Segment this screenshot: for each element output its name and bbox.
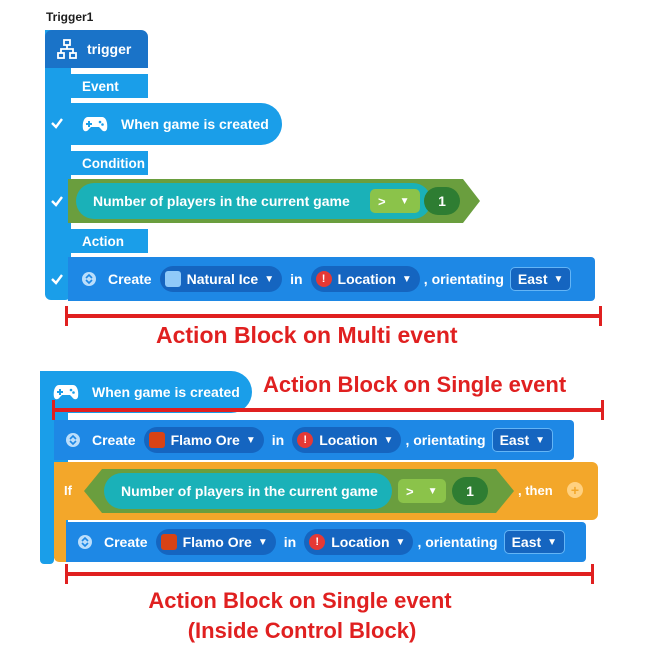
action-block-create[interactable]: Create Natural Ice ▼ in ! Location ▼ , o… [68,257,595,301]
create-label: Create [108,271,152,287]
annotation-tick [599,306,602,326]
item-dropdown[interactable]: Natural Ice ▼ [159,266,283,292]
annotation-tick [52,400,55,420]
orientating-label: , orientating [405,432,486,448]
annotation-tick [591,564,594,584]
caret-down-icon: ▼ [401,273,412,285]
annotation-line-control [66,572,594,576]
direction-value: East [499,432,530,448]
location-value: Location [319,432,378,448]
ore-block-icon [148,432,165,448]
if-label: If [64,483,72,498]
if-operator-value: > [406,483,414,499]
caret-down-icon: ▼ [383,434,394,446]
direction-dropdown[interactable]: East ▼ [503,530,566,554]
alert-icon: ! [297,432,314,448]
annotation-line-single [52,408,604,412]
orientating-label: , orientating [423,271,504,287]
annotation-tick [65,306,68,326]
caret-down-icon: ▼ [535,434,546,446]
control-action-block-create[interactable]: Create Flamo Ore ▼ in ! Location ▼ , ori… [66,522,586,562]
annotation-tick [601,400,604,420]
item-dropdown[interactable]: Flamo Ore ▼ [143,427,264,453]
item-value: Flamo Ore [182,534,252,550]
gamepad-icon [82,117,108,132]
section-action-label: Action [71,229,148,253]
orientating-label: , orientating [417,534,498,550]
annotation-control-line1: Action Block on Single event [148,588,452,613]
action-enabled-check-icon[interactable] [47,269,67,289]
ice-block-icon [164,271,181,287]
collapse-icon[interactable] [78,535,92,549]
caret-down-icon: ▼ [264,273,275,285]
operator-value: > [378,193,386,209]
event-label: When game is created [121,116,269,132]
if-control-spine [54,462,66,562]
gamepad-icon [53,385,79,400]
caret-down-icon: ▼ [245,434,256,446]
trigger-icon [57,39,77,59]
direction-value: East [517,271,548,287]
caret-down-icon: ▼ [257,536,268,548]
single-event-label: When game is created [92,384,240,400]
location-value: Location [331,534,390,550]
annotation-line-multi [66,314,602,318]
trigger-header[interactable]: trigger [45,30,148,68]
plus-icon[interactable]: + [567,482,583,498]
trigger-name-label: Trigger1 [46,10,94,24]
collapse-icon[interactable] [82,272,96,286]
collapse-icon[interactable] [66,433,80,447]
if-condition-text: Number of players in the current game [121,483,378,499]
section-event-label: Event [71,74,148,98]
in-label: in [271,432,285,448]
in-label: in [290,271,303,287]
direction-dropdown[interactable]: East ▼ [491,428,554,452]
item-value: Flamo Ore [170,432,240,448]
event-enabled-check-icon[interactable] [47,113,67,133]
annotation-tick [65,564,68,584]
annotation-multi-text: Action Block on Multi event [156,322,458,348]
in-label: in [283,534,297,550]
value-field[interactable]: 1 [424,187,460,215]
location-value: Location [337,271,396,287]
create-label: Create [92,432,136,448]
location-dropdown[interactable]: ! Location ▼ [304,529,414,555]
if-operator-dropdown[interactable]: > ▼ [398,479,446,503]
alert-icon: ! [309,534,326,550]
location-dropdown[interactable]: ! Location ▼ [292,427,402,453]
caret-down-icon: ▼ [399,195,410,207]
then-label: , then [518,483,553,498]
item-dropdown[interactable]: Flamo Ore ▼ [155,529,276,555]
event-block-game-created[interactable]: When game is created [68,103,282,145]
annotation-control-line2: (Inside Control Block) [187,618,417,643]
section-condition-label: Condition [71,151,148,175]
trigger-title: trigger [87,41,132,57]
direction-value: East [511,534,542,550]
caret-down-icon: ▼ [427,485,438,497]
operator-dropdown[interactable]: > ▼ [370,189,420,213]
if-value-field[interactable]: 1 [452,477,488,505]
annotation-single-text: Action Block on Single event [263,372,567,397]
value-text: 1 [438,193,446,209]
if-value-text: 1 [466,483,474,499]
ore-block-icon [160,534,177,550]
single-event-block-game-created[interactable]: When game is created [40,371,252,413]
create-label: Create [104,534,148,550]
direction-dropdown[interactable]: East ▼ [509,267,572,291]
caret-down-icon: ▼ [553,273,564,285]
condition-block[interactable]: Number of players in the current game > … [68,179,480,223]
caret-down-icon: ▼ [395,536,406,548]
caret-down-icon: ▼ [547,536,558,548]
location-dropdown[interactable]: ! Location ▼ [310,266,420,292]
trigger-container [45,30,71,300]
alert-icon: ! [315,271,332,287]
condition-enabled-check-icon[interactable] [47,191,67,211]
single-action-block-create[interactable]: Create Flamo Ore ▼ in ! Location ▼ , ori… [54,420,574,460]
condition-text: Number of players in the current game [93,193,350,209]
item-value: Natural Ice [186,271,259,287]
single-event-container [40,371,54,564]
if-condition-expression[interactable]: Number of players in the current game [104,473,392,509]
